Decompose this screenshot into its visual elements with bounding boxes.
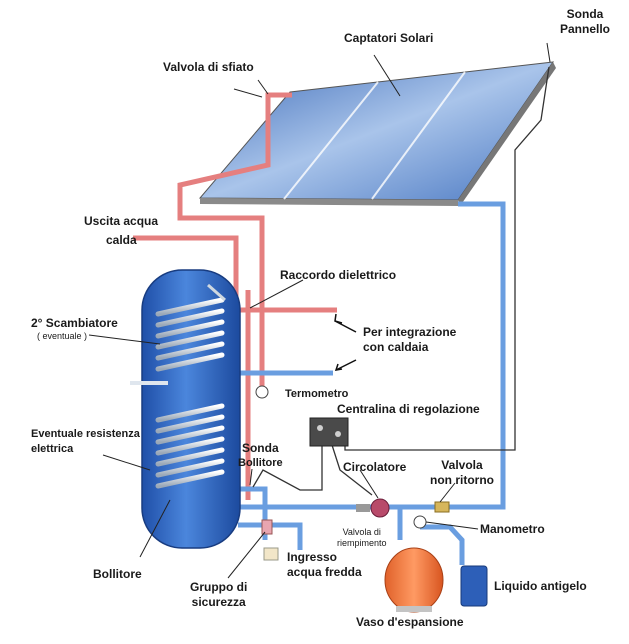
antifreeze-container	[460, 565, 488, 607]
label-line: Valvola di	[342, 527, 381, 537]
label-sonda-bollitore: Sonda Bollitore	[238, 441, 283, 471]
label-line: Sonda	[566, 7, 604, 21]
label-sonda-pannello: Sonda Pannello	[560, 7, 610, 37]
label-valvola-non-ritorno: Valvola non ritorno	[430, 458, 494, 488]
label-ingresso: Ingresso acqua fredda	[287, 550, 362, 580]
label-integrazione: Per integrazione con caldaia	[363, 325, 456, 355]
hot-pipes	[133, 92, 337, 500]
label-centralina: Centralina di regolazione	[337, 402, 480, 416]
label-raccordo: Raccordo dielettrico	[280, 268, 397, 282]
label-line: Valvola	[441, 458, 483, 472]
arrow-marks	[334, 313, 357, 371]
label-eventuale: ( eventuale )	[37, 331, 88, 341]
expansion-vessel	[384, 547, 444, 613]
solar-collectors	[198, 61, 556, 206]
label-captatori: Captatori Solari	[344, 31, 434, 45]
label-line: calda	[106, 233, 137, 247]
circulator-pump	[356, 498, 390, 518]
storage-tank	[130, 269, 241, 549]
label-liquido-antigelo: Liquido antigelo	[494, 579, 587, 593]
label-line: Uscita acqua	[84, 214, 159, 228]
safety-group	[261, 519, 279, 561]
label-line: acqua fredda	[287, 565, 362, 579]
label-vaso-espansione: Vaso d'espansione	[356, 615, 464, 629]
label-line: non ritorno	[430, 473, 494, 487]
label-line: Per integrazione	[363, 325, 457, 339]
label-line: Sonda	[241, 441, 279, 455]
leader-lines	[88, 42, 551, 579]
control-unit	[309, 417, 349, 447]
label-line: riempimento	[337, 538, 387, 548]
label-scambiatore: 2° Scambiatore	[31, 316, 118, 330]
label-line: Eventuale resistenza	[31, 428, 140, 440]
label-gruppo-sicurezza: Gruppo di sicurezza	[190, 580, 247, 610]
label-termometro: Termometro	[285, 388, 349, 400]
label-line: Pannello	[560, 22, 611, 36]
thermometer	[255, 385, 269, 399]
non-return-valve	[434, 501, 450, 513]
manometer	[413, 515, 427, 529]
label-uscita-acqua: Uscita acqua calda	[84, 214, 158, 248]
label-valvola-riempimento: Valvola di riempimento	[337, 527, 387, 549]
label-circolatore: Circolatore	[343, 460, 407, 474]
label-line: con caldaia	[363, 340, 429, 354]
label-line: Gruppo di	[190, 580, 248, 594]
label-resistenza: Eventuale resistenza elettrica	[31, 427, 140, 457]
label-line: elettrica	[31, 443, 74, 455]
label-line: Ingresso	[287, 550, 338, 564]
label-bollitore: Bollitore	[93, 567, 142, 581]
label-valvola-sfiato: Valvola di sfiato	[163, 60, 254, 74]
label-line: Bollitore	[238, 457, 283, 469]
label-manometro: Manometro	[480, 522, 545, 536]
control-wires	[252, 66, 550, 496]
cold-pipes	[238, 201, 506, 565]
label-line: sicurezza	[191, 595, 246, 609]
